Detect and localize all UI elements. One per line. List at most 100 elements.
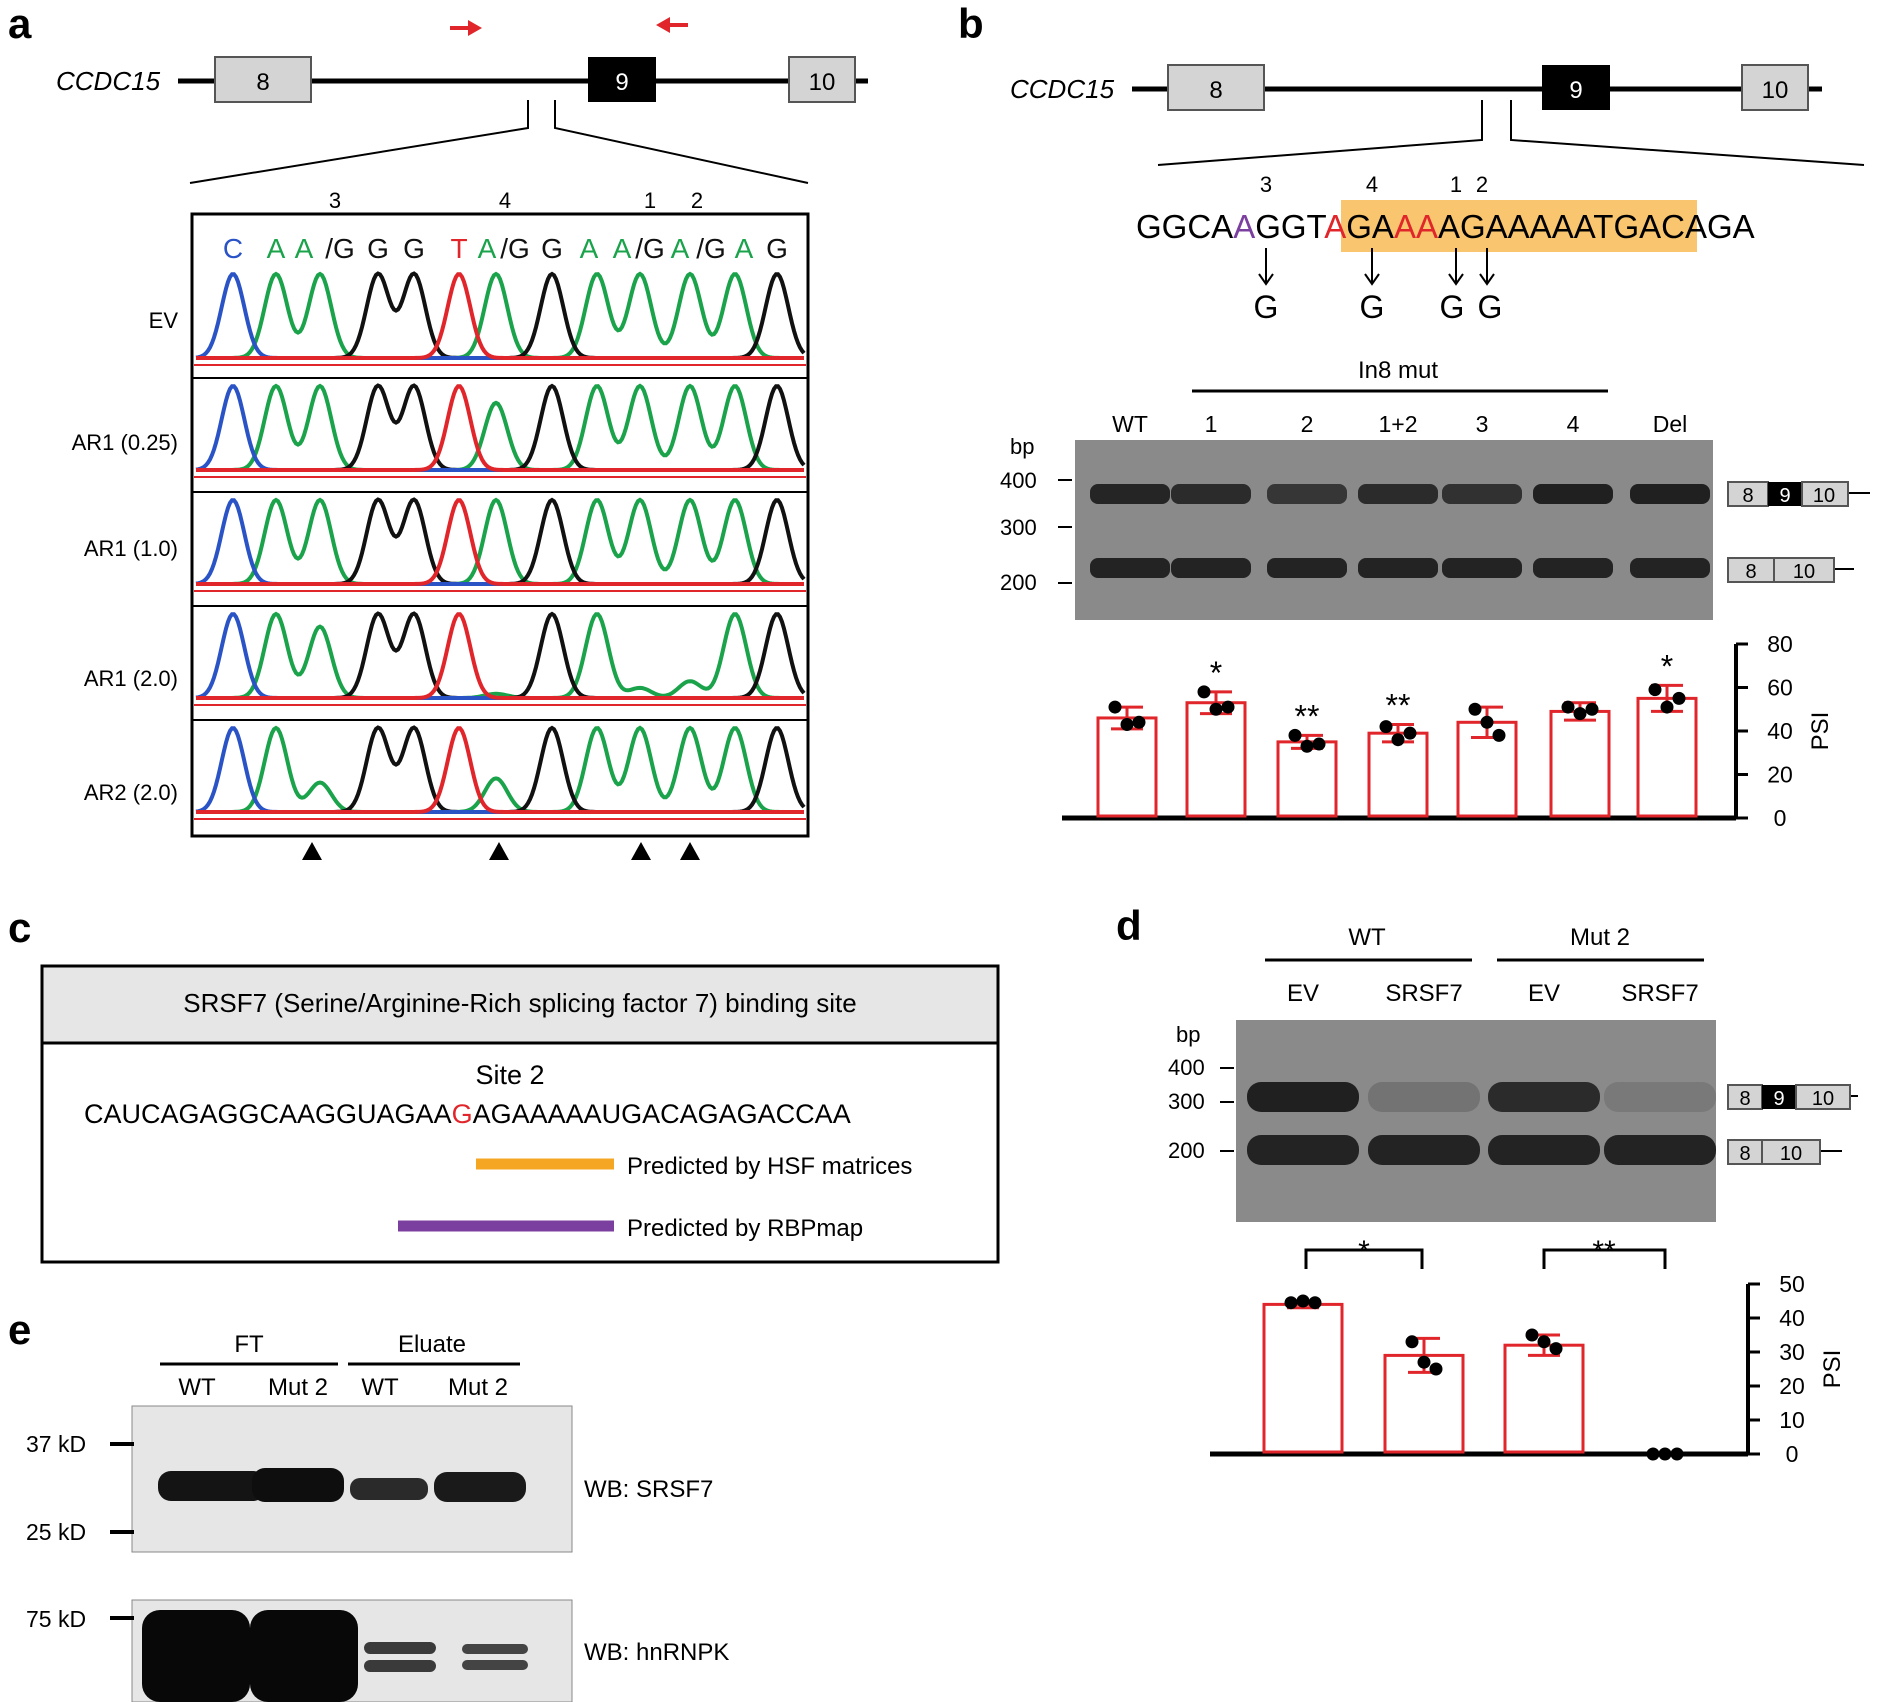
marker-triangle xyxy=(631,842,651,860)
blot-label-hnrnpk: WB: hnRNPK xyxy=(584,1639,729,1666)
gel-band-long xyxy=(1442,484,1522,504)
trace-A xyxy=(196,383,804,472)
product-exon: 8 xyxy=(1739,1088,1750,1110)
zoom-line-left-b xyxy=(1157,100,1483,166)
group-label-wt: WT xyxy=(1348,924,1386,951)
data-point xyxy=(1646,1447,1660,1461)
base-call: A xyxy=(267,233,286,264)
base-call: C xyxy=(223,233,243,264)
data-point xyxy=(1312,737,1326,751)
data-point xyxy=(1284,1296,1298,1310)
y-tick-label: 40 xyxy=(1767,718,1793,744)
lane-label: WT xyxy=(361,1374,399,1401)
blot-label-srsf7: WB: SRSF7 xyxy=(584,1476,713,1503)
bp-marker: 200 xyxy=(1168,1138,1205,1163)
product-exon: 8 xyxy=(1745,561,1756,583)
blot-band xyxy=(250,1610,358,1702)
data-point xyxy=(1197,685,1211,699)
base-call: T xyxy=(450,233,467,264)
exon-8-b xyxy=(1167,64,1265,111)
gel-bands-d xyxy=(1247,1082,1716,1165)
kd-marker: 25 kD xyxy=(26,1519,86,1545)
exon-10-a xyxy=(788,56,856,103)
intron-sequence: GGCAAGGTAGAAAAGAAAAATGACAGA xyxy=(1136,208,1755,245)
exon-9-a xyxy=(588,57,656,102)
trace-T xyxy=(196,726,804,814)
site-number: 4 xyxy=(1366,172,1378,197)
base-call: /G xyxy=(696,233,726,264)
data-point xyxy=(1537,1335,1551,1349)
blot-band xyxy=(462,1644,528,1654)
lane-label: 1+2 xyxy=(1378,411,1417,437)
blot-band xyxy=(142,1610,250,1702)
base-call: G xyxy=(403,233,425,264)
site-number: 4 xyxy=(499,188,511,213)
gene-name-b: CCDC15 xyxy=(1010,74,1115,104)
data-point xyxy=(1108,700,1122,714)
lane-label: Mut 2 xyxy=(448,1374,508,1401)
rna-sequence: CAUCAGAGGCAAGGUAGAAGAGAAAAAUGACAGAGACCAA xyxy=(84,1099,851,1129)
data-point xyxy=(1221,700,1235,714)
kd-marker: 75 kD xyxy=(26,1606,86,1632)
gel-band-short xyxy=(1267,558,1347,578)
bp-ticks-d xyxy=(1220,1067,1234,1152)
gel-band-short xyxy=(1488,1135,1600,1165)
y-axis-label: PSI xyxy=(1807,712,1834,751)
site-number: 1 xyxy=(644,188,656,213)
lane-label: EV xyxy=(1287,980,1319,1007)
data-point xyxy=(1417,1355,1431,1369)
lane-label: Del xyxy=(1653,411,1688,437)
sample-label: EV xyxy=(149,308,179,333)
trace-A xyxy=(196,611,804,700)
binding-site-title: SRSF7 (Serine/Arginine-Rich splicing fac… xyxy=(183,988,856,1018)
blot-band xyxy=(252,1468,344,1502)
gel-band-short xyxy=(1442,558,1522,578)
gel-band-long xyxy=(1533,484,1613,504)
marker-triangle xyxy=(489,842,509,860)
base-call: G xyxy=(766,233,788,264)
marker-triangle xyxy=(680,842,700,860)
gel-band-long xyxy=(1488,1082,1600,1112)
y-tick-label: 20 xyxy=(1767,762,1793,788)
lane-label: Mut 2 xyxy=(268,1374,328,1401)
panel-c-label: c xyxy=(8,904,31,951)
bp-marker: 400 xyxy=(1000,468,1037,493)
bar xyxy=(1262,1302,1344,1454)
y-tick-label: 60 xyxy=(1767,675,1793,701)
panel-a-label: a xyxy=(8,0,32,47)
product-short-d: 8 10 xyxy=(1727,1139,1842,1165)
mutation-arrows: G G G G xyxy=(1254,248,1502,325)
data-point xyxy=(1660,700,1674,714)
site-number: 2 xyxy=(691,188,703,213)
data-point xyxy=(1403,726,1417,740)
sig-star: * xyxy=(1358,1235,1370,1268)
exon-label-8-a: 8 xyxy=(256,69,269,96)
base-call: A xyxy=(478,233,497,264)
site-label: Site 2 xyxy=(475,1060,544,1090)
bar xyxy=(1096,716,1158,818)
data-point xyxy=(1672,691,1686,705)
trace-T xyxy=(196,272,804,360)
group-label-mut2: Mut 2 xyxy=(1570,924,1630,951)
panel-b-label: b xyxy=(958,0,984,47)
bp-marker: 200 xyxy=(1000,570,1037,595)
y-tick-label: 40 xyxy=(1779,1305,1805,1331)
zoom-line-right-a xyxy=(554,100,809,184)
base-call: A xyxy=(295,233,314,264)
trace-A xyxy=(196,725,804,814)
data-point xyxy=(1585,702,1599,716)
base-call: A xyxy=(671,233,690,264)
bar xyxy=(1636,696,1698,818)
in8-mut-label: In8 mut xyxy=(1358,357,1438,384)
exon-label-10-b: 10 xyxy=(1762,77,1789,104)
blot-band xyxy=(350,1478,428,1500)
significance-brackets-d: * ** xyxy=(1304,1235,1667,1269)
bp-marker: 300 xyxy=(1168,1089,1205,1114)
bp-unit-d: bp xyxy=(1176,1022,1200,1047)
trace-A xyxy=(196,497,804,586)
sample-label: AR1 (2.0) xyxy=(84,666,178,691)
